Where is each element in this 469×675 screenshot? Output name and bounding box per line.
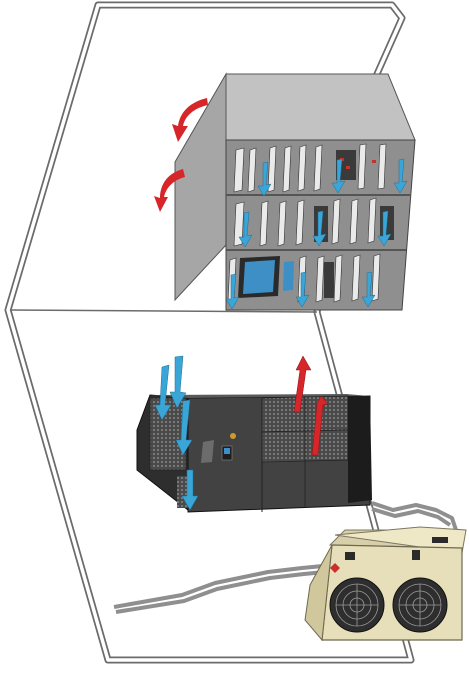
floor-line [9,309,318,313]
indoor-cooling-unit [136,394,372,513]
hot-airflow-arrow-icon [154,98,208,212]
server-rack [174,72,416,311]
room-walls [4,1,415,664]
control-panel-display-icon [238,256,294,298]
outdoor-condenser-unit [304,526,467,642]
cool-airflow-arrows-rack [225,158,408,310]
cool-airflow-arrow-icon [154,355,199,511]
hot-airflow-arrows-unit [293,355,329,456]
